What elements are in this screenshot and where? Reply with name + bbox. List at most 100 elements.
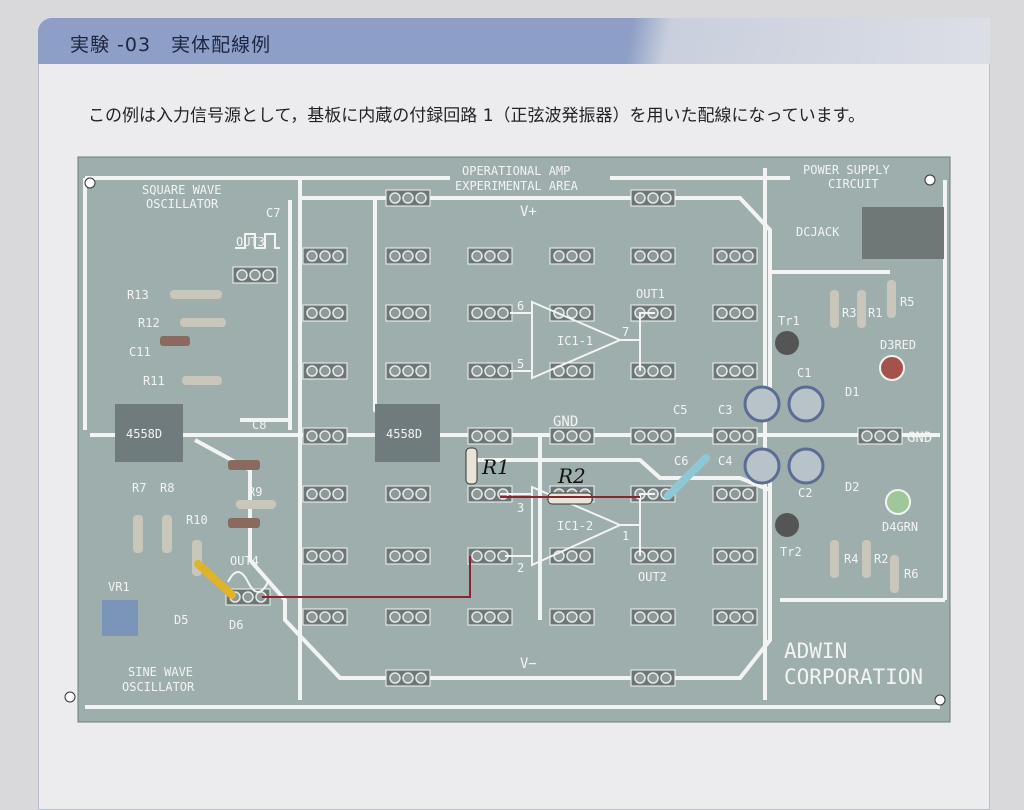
terminal-hole[interactable]: [415, 192, 427, 204]
terminal-hole[interactable]: [306, 430, 318, 442]
terminal-hole[interactable]: [306, 550, 318, 562]
terminal-hole[interactable]: [402, 250, 414, 262]
terminal-block[interactable]: [302, 362, 348, 380]
terminal-block[interactable]: [385, 247, 431, 265]
terminal-hole[interactable]: [887, 430, 899, 442]
terminal-hole[interactable]: [319, 550, 331, 562]
terminal-hole[interactable]: [497, 611, 509, 623]
terminal-hole[interactable]: [415, 365, 427, 377]
terminal-block[interactable]: [385, 547, 431, 565]
terminal-hole[interactable]: [415, 488, 427, 500]
terminal-hole[interactable]: [497, 307, 509, 319]
terminal-hole[interactable]: [660, 550, 672, 562]
terminal-hole[interactable]: [249, 269, 261, 281]
terminal-hole[interactable]: [553, 611, 565, 623]
terminal-hole[interactable]: [497, 430, 509, 442]
terminal-hole[interactable]: [402, 488, 414, 500]
terminal-hole[interactable]: [471, 430, 483, 442]
terminal-hole[interactable]: [660, 307, 672, 319]
terminal-hole[interactable]: [319, 365, 331, 377]
terminal-hole[interactable]: [415, 250, 427, 262]
terminal-hole[interactable]: [660, 365, 672, 377]
terminal-block[interactable]: [549, 362, 595, 380]
terminal-hole[interactable]: [389, 192, 401, 204]
terminal-hole[interactable]: [497, 250, 509, 262]
terminal-hole[interactable]: [716, 365, 728, 377]
terminal-hole[interactable]: [716, 250, 728, 262]
terminal-block[interactable]: [467, 547, 513, 565]
terminal-hole[interactable]: [553, 430, 565, 442]
terminal-hole[interactable]: [332, 307, 344, 319]
terminal-hole[interactable]: [402, 672, 414, 684]
terminal-hole[interactable]: [647, 430, 659, 442]
terminal-hole[interactable]: [729, 550, 741, 562]
terminal-hole[interactable]: [742, 611, 754, 623]
terminal-hole[interactable]: [660, 430, 672, 442]
terminal-hole[interactable]: [402, 192, 414, 204]
terminal-hole[interactable]: [484, 488, 496, 500]
terminal-hole[interactable]: [647, 192, 659, 204]
terminal-hole[interactable]: [402, 611, 414, 623]
terminal-hole[interactable]: [566, 250, 578, 262]
terminal-hole[interactable]: [471, 250, 483, 262]
terminal-block[interactable]: [302, 247, 348, 265]
terminal-block[interactable]: [712, 547, 758, 565]
terminal-hole[interactable]: [579, 250, 591, 262]
terminal-hole[interactable]: [471, 365, 483, 377]
terminal-hole[interactable]: [471, 488, 483, 500]
terminal-block[interactable]: [225, 588, 271, 606]
terminal-hole[interactable]: [566, 365, 578, 377]
terminal-hole[interactable]: [742, 550, 754, 562]
terminal-hole[interactable]: [579, 365, 591, 377]
terminal-hole[interactable]: [306, 488, 318, 500]
terminal-hole[interactable]: [262, 269, 274, 281]
terminal-hole[interactable]: [484, 611, 496, 623]
terminal-block[interactable]: [712, 362, 758, 380]
terminal-hole[interactable]: [729, 430, 741, 442]
terminal-block[interactable]: [630, 189, 676, 207]
terminal-hole[interactable]: [332, 550, 344, 562]
terminal-hole[interactable]: [332, 488, 344, 500]
yellow-probe[interactable]: [194, 560, 236, 599]
terminal-hole[interactable]: [497, 365, 509, 377]
terminal-block[interactable]: [549, 547, 595, 565]
terminal-hole[interactable]: [306, 307, 318, 319]
terminal-hole[interactable]: [471, 611, 483, 623]
terminal-hole[interactable]: [389, 365, 401, 377]
terminal-block[interactable]: [302, 608, 348, 626]
terminal-hole[interactable]: [634, 672, 646, 684]
terminal-hole[interactable]: [415, 672, 427, 684]
terminal-hole[interactable]: [389, 611, 401, 623]
terminal-hole[interactable]: [647, 365, 659, 377]
terminal-hole[interactable]: [742, 430, 754, 442]
terminal-hole[interactable]: [742, 307, 754, 319]
terminal-hole[interactable]: [742, 365, 754, 377]
terminal-hole[interactable]: [729, 488, 741, 500]
terminal-block[interactable]: [385, 304, 431, 322]
terminal-block[interactable]: [467, 247, 513, 265]
terminal-hole[interactable]: [319, 488, 331, 500]
terminal-hole[interactable]: [647, 611, 659, 623]
terminal-hole[interactable]: [742, 488, 754, 500]
terminal-block[interactable]: [467, 427, 513, 445]
terminal-block[interactable]: [385, 669, 431, 687]
terminal-hole[interactable]: [566, 430, 578, 442]
terminal-hole[interactable]: [634, 430, 646, 442]
terminal-block[interactable]: [549, 427, 595, 445]
terminal-block[interactable]: [712, 247, 758, 265]
terminal-hole[interactable]: [389, 307, 401, 319]
terminal-hole[interactable]: [484, 250, 496, 262]
terminal-block[interactable]: [712, 485, 758, 503]
terminal-hole[interactable]: [389, 672, 401, 684]
terminal-hole[interactable]: [634, 192, 646, 204]
terminal-block[interactable]: [385, 362, 431, 380]
terminal-hole[interactable]: [553, 250, 565, 262]
terminal-block[interactable]: [630, 427, 676, 445]
terminal-hole[interactable]: [332, 430, 344, 442]
terminal-hole[interactable]: [861, 430, 873, 442]
terminal-hole[interactable]: [242, 591, 254, 603]
terminal-hole[interactable]: [415, 307, 427, 319]
terminal-hole[interactable]: [742, 250, 754, 262]
terminal-block[interactable]: [302, 304, 348, 322]
terminal-hole[interactable]: [402, 550, 414, 562]
